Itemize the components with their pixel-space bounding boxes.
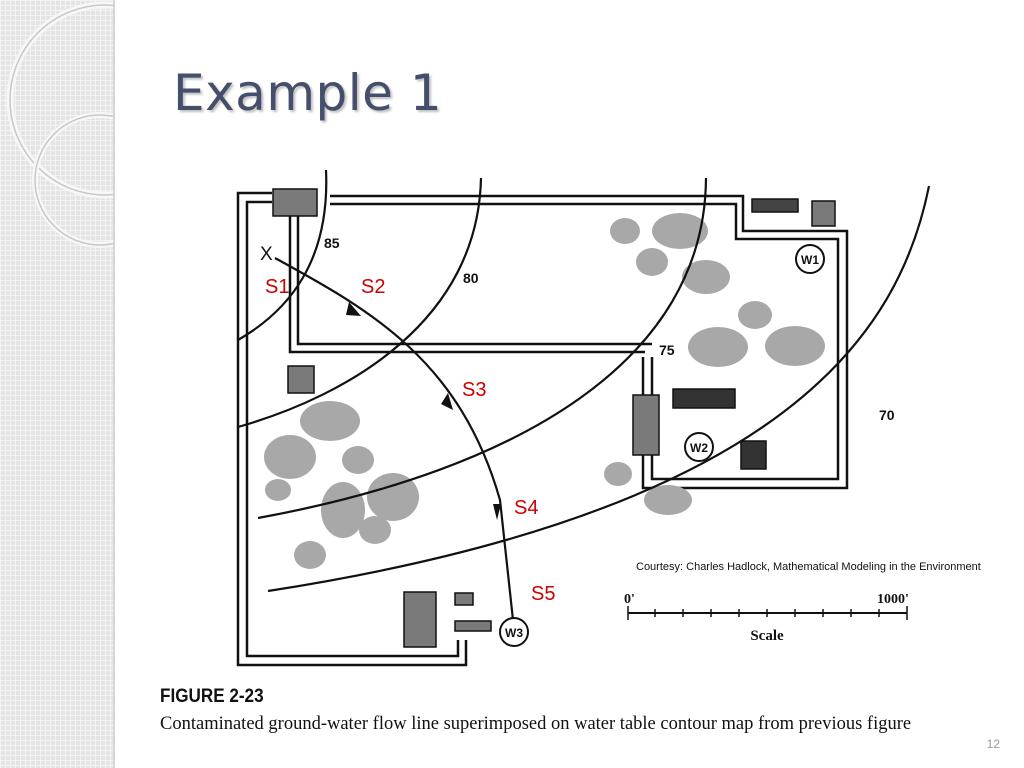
sample-label-s2: S2: [361, 276, 386, 298]
building: [454, 592, 474, 606]
well-label-w3: W3: [505, 626, 523, 640]
contour-label-80: 80: [463, 270, 479, 286]
building: [740, 440, 767, 470]
slide-number: 12: [986, 737, 1000, 751]
scale-start-label: 0': [624, 592, 635, 607]
well-label-w1: W1: [801, 253, 819, 267]
courtesy-note: Courtesy: Charles Hadlock, Mathematical …: [636, 561, 981, 573]
sample-label-s5: S5: [531, 583, 556, 605]
source-marker: X: [260, 244, 273, 265]
wells: [499, 244, 825, 647]
decorative-rings: [6, 1, 113, 248]
well-w2: [684, 432, 714, 462]
contaminant-flow-line: [274, 257, 515, 621]
tree-cluster: [610, 213, 825, 367]
scale-label: Scale: [750, 628, 784, 644]
contour-label-70: 70: [879, 407, 895, 423]
well-w3: [499, 617, 529, 647]
building: [272, 188, 318, 217]
contour-label-85: 85: [324, 235, 340, 251]
building: [454, 620, 492, 632]
building: [672, 388, 736, 409]
building: [751, 198, 799, 213]
property-boundary: [236, 191, 849, 667]
figure-caption: Contaminated ground-water flow line supe…: [160, 714, 912, 734]
buildings: [272, 188, 836, 648]
scale-end-label: 1000': [877, 592, 909, 607]
contour-line-80: [237, 177, 483, 429]
contour-line-85: [237, 169, 328, 341]
decorative-sidebar: [0, 0, 115, 768]
tree-clusters: [264, 213, 825, 569]
building: [632, 394, 660, 456]
well-w1: [795, 244, 825, 274]
sample-label-s3: S3: [462, 379, 487, 401]
building: [403, 591, 437, 648]
flow-arrow: [346, 302, 361, 316]
contour-line-70: [267, 185, 931, 593]
slide-title: Example 1: [173, 64, 443, 122]
flow-arrow: [493, 504, 501, 520]
sample-label-s1: S1: [265, 276, 290, 298]
scale-bar: 0' 1000' Scale: [624, 592, 909, 644]
sample-label-s4: S4: [514, 497, 539, 519]
contour-line-75: [257, 177, 708, 520]
tree-cluster: [604, 462, 692, 515]
building: [811, 200, 836, 227]
figure-number: FIGURE 2-23: [160, 686, 264, 707]
well-label-w2: W2: [690, 441, 708, 455]
contour-label-75: 75: [659, 342, 675, 358]
building: [287, 365, 315, 394]
flow-arrow: [441, 393, 453, 410]
